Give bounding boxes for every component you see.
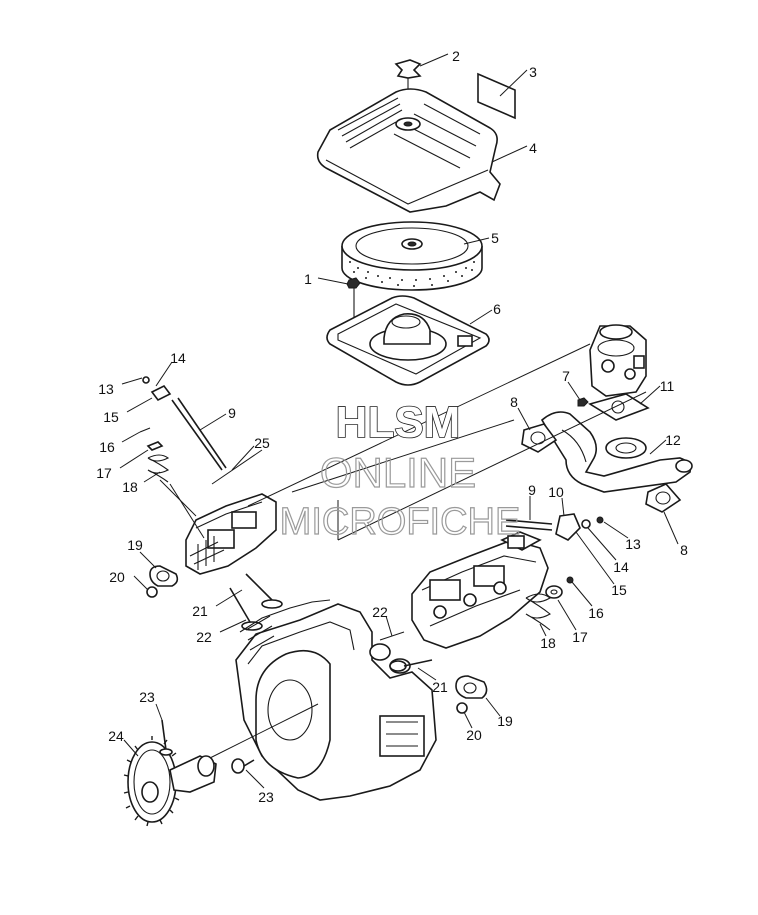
- callout-10: 10: [548, 484, 564, 500]
- air-cleaner-base: [326, 295, 490, 386]
- callout-25: 25: [254, 435, 270, 451]
- callout-8: 8: [510, 394, 518, 410]
- watermark: HLSM ONLINE MICROFICHE: [279, 397, 521, 543]
- callout-15: 15: [103, 409, 119, 425]
- callout-9: 9: [528, 482, 536, 498]
- carb-gasket: [588, 393, 650, 421]
- air-cleaner-cover: [316, 88, 501, 213]
- callout-5: 5: [491, 230, 499, 246]
- intake-manifold: [540, 411, 693, 493]
- rocker-parts-right: [505, 513, 604, 541]
- callout-16: 16: [99, 439, 115, 455]
- callout-23: 23: [258, 789, 274, 805]
- exhaust-gasket-right: [455, 675, 488, 714]
- callout-2: 2: [452, 48, 460, 64]
- cam-bolts: [159, 719, 255, 774]
- callout-21: 21: [192, 603, 208, 619]
- valve-parts-left: [139, 376, 172, 483]
- callout-20: 20: [466, 727, 482, 743]
- watermark-line2: ONLINE: [320, 449, 476, 496]
- callout-6: 6: [493, 301, 501, 317]
- valves-right: [379, 631, 433, 672]
- callout-8: 8: [680, 542, 688, 558]
- cylinder-head-left: [185, 493, 277, 575]
- callout-18: 18: [122, 479, 138, 495]
- valve-parts-right: [525, 576, 574, 631]
- callout-leaders: [119, 53, 679, 789]
- callout-22: 22: [196, 629, 212, 645]
- carb-nut: [577, 397, 589, 407]
- callout-9: 9: [228, 405, 236, 421]
- callout-16: 16: [588, 605, 604, 621]
- callout-4: 4: [529, 140, 537, 156]
- callout-14: 14: [170, 350, 186, 366]
- exhaust-gasket-left: [146, 565, 179, 598]
- callout-21: 21: [432, 679, 448, 695]
- callout-3: 3: [529, 64, 537, 80]
- callout-12: 12: [665, 432, 681, 448]
- decal: [477, 72, 516, 120]
- pushrod-left: [159, 397, 263, 517]
- intake-gasket-top: [521, 423, 558, 453]
- intake-gasket-bottom: [645, 483, 682, 513]
- callout-13: 13: [98, 381, 114, 397]
- callout-19: 19: [127, 537, 143, 553]
- carburetor: [589, 324, 647, 397]
- callout-23: 23: [139, 689, 155, 705]
- callout-20: 20: [109, 569, 125, 585]
- callout-24: 24: [108, 728, 124, 744]
- callout-22: 22: [372, 604, 388, 620]
- watermark-line3: MICROFICHE: [280, 501, 521, 543]
- cylinder-head-right: [411, 531, 549, 649]
- callout-19: 19: [497, 713, 513, 729]
- callout-1: 1: [304, 271, 312, 287]
- watermark-line1: HLSM: [336, 398, 461, 447]
- assembly-lines: [169, 343, 647, 759]
- callout-17: 17: [572, 629, 588, 645]
- callout-18: 18: [540, 635, 556, 651]
- callout-13: 13: [625, 536, 641, 552]
- callout-11: 11: [660, 378, 675, 394]
- cam-gear: [123, 736, 217, 827]
- callout-14: 14: [613, 559, 629, 575]
- callout-17: 17: [96, 465, 112, 481]
- crankcase: [235, 599, 437, 801]
- air-filter-element: [341, 221, 483, 291]
- callout-15: 15: [611, 582, 627, 598]
- callout-7: 7: [562, 368, 570, 384]
